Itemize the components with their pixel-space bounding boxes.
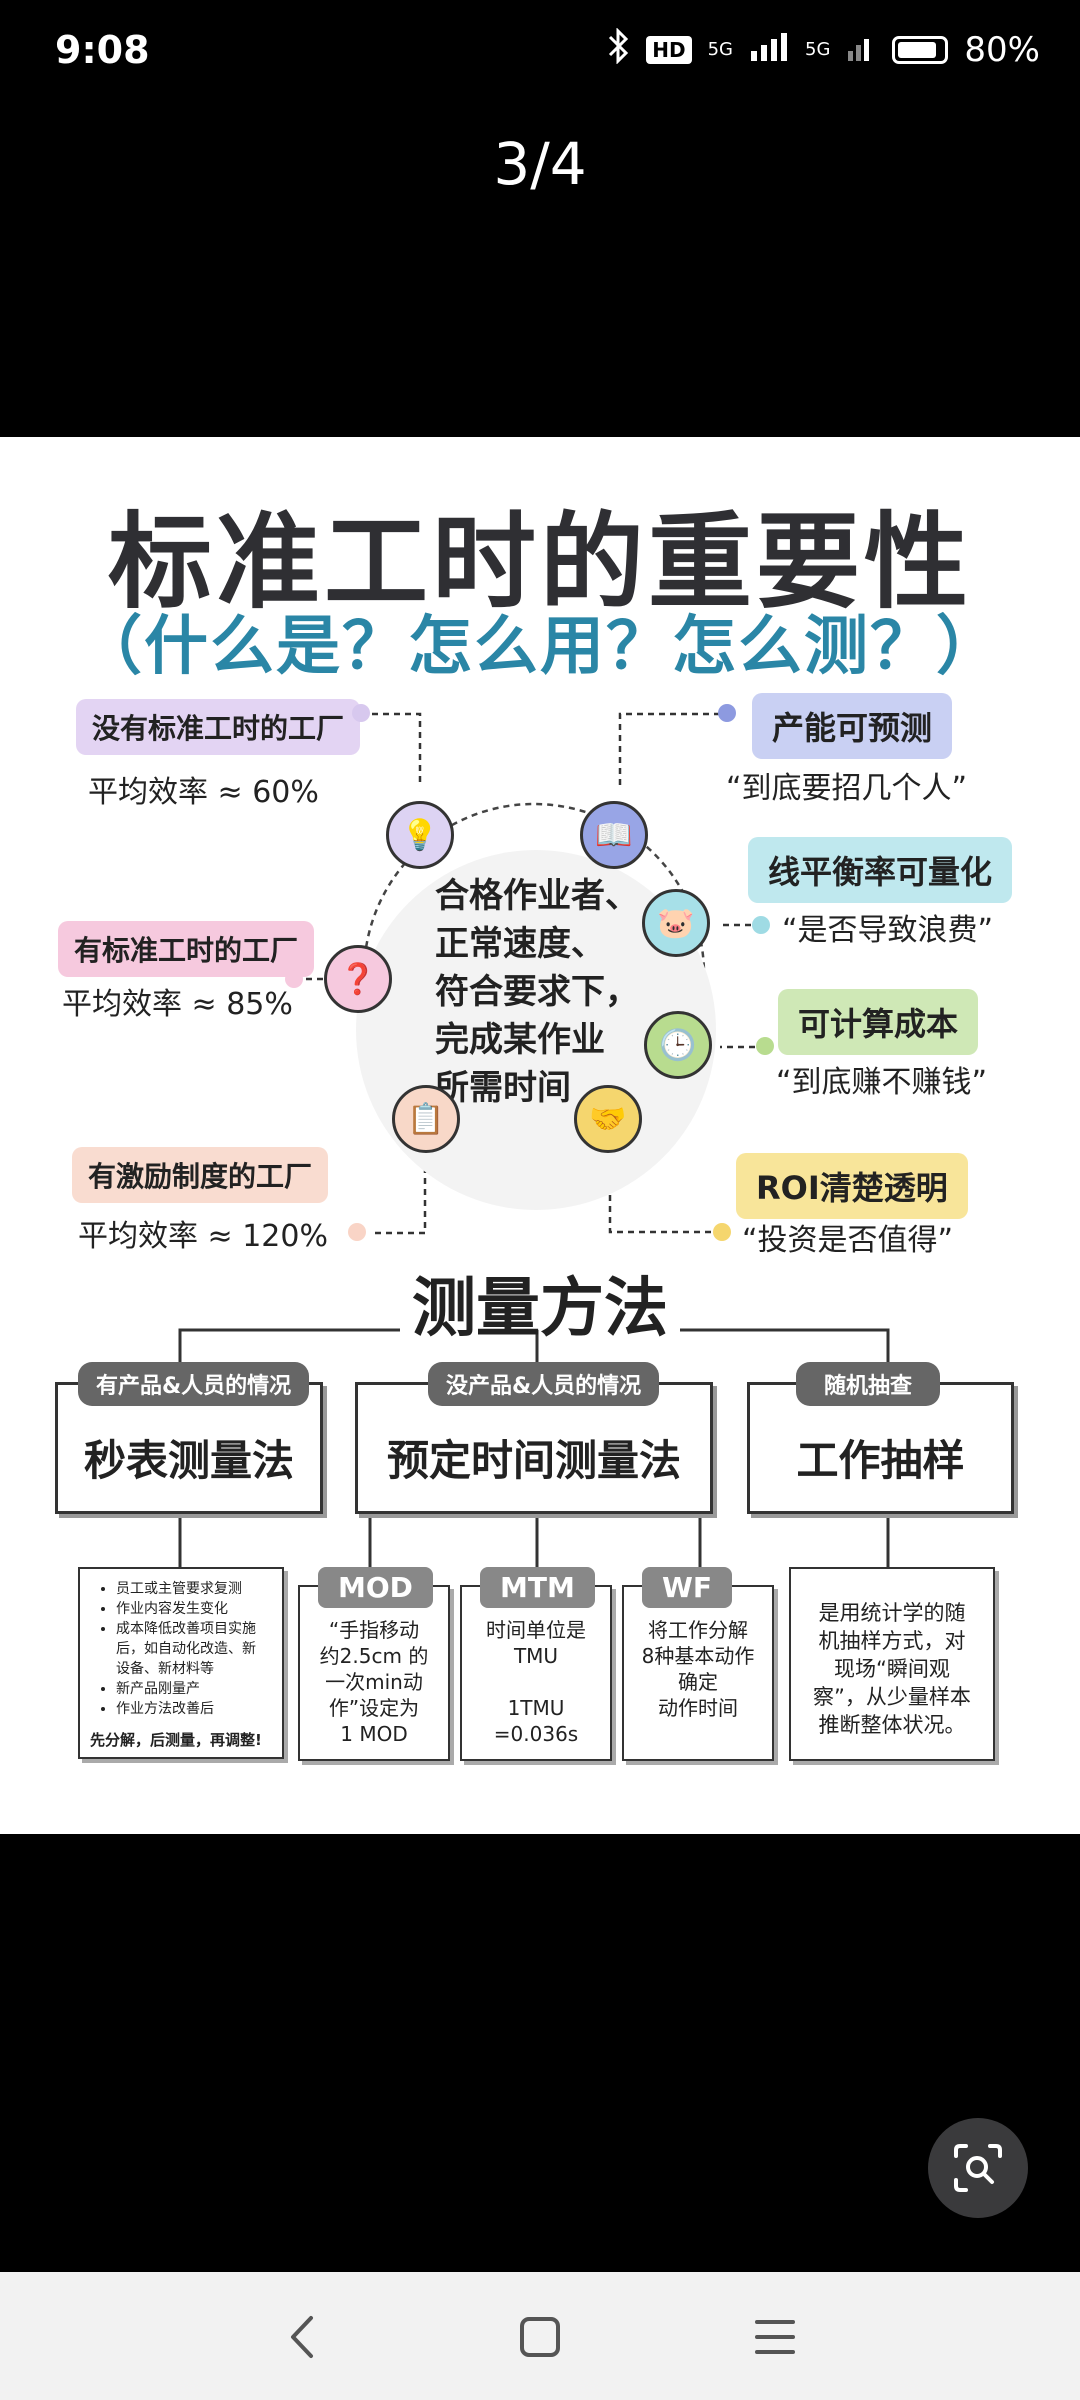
value-roi: “投资是否值得” [742, 1223, 954, 1258]
mod-text: “手指移动 约2.5cm 的 一次min动 作”设定为 1 MOD [319, 1618, 429, 1746]
status-time: 9:08 [55, 28, 150, 72]
dot-6 [756, 1037, 774, 1055]
stopwatch-case: 新产品刚量产 [116, 1679, 256, 1699]
navigation-bar [0, 2272, 1080, 2400]
lightbulb-icon: 💡 [386, 801, 454, 869]
stopwatch-cases-box: 员工或主管要求复测 作业内容发生变化 成本降低改善项目实施 后，如自动化改造、新… [78, 1567, 284, 1759]
stopwatch-case: 作业方法改善后 [116, 1699, 256, 1719]
center-definition: 合格作业者、 正常速度、 符合要求下， 完成某作业 所需时间 [435, 876, 639, 1108]
clock-icon: 🕒 [644, 1011, 712, 1079]
image-page-counter: 3/4 [493, 130, 587, 198]
home-button[interactable] [505, 2302, 575, 2372]
dot-5 [752, 916, 770, 934]
mtm-text: 时间单位是 TMU 1TMU =0.036s [486, 1618, 586, 1746]
dot-1 [352, 704, 370, 722]
status-icons: HD 5G 5G 80% [606, 26, 1040, 73]
menu-button[interactable] [740, 2302, 810, 2372]
battery-icon [892, 36, 949, 64]
wf-label: WF [642, 1567, 733, 1608]
book-icon: 📖 [580, 801, 648, 869]
menu-icon [755, 2320, 795, 2354]
tag-incentive: 有激励制度的工厂 [72, 1147, 329, 1203]
method-stopwatch-name: 秒表测量法 [83, 1436, 294, 1485]
tag-roi: ROI清楚透明 [736, 1153, 968, 1219]
method-predetermined-label: 没产品&人员的情况 [428, 1362, 660, 1406]
question-bubble-icon: ❓ [324, 945, 392, 1013]
dot-4 [718, 704, 736, 722]
handshake-icon: 🤝 [574, 1085, 642, 1153]
stopwatch-case: 成本降低改善项目实施 后，如自动化改造、新 设备、新材料等 [116, 1619, 256, 1679]
piggy-bank-icon: 🐷 [642, 889, 710, 957]
method-sampling: 工作抽样 [747, 1382, 1014, 1514]
tag-capacity: 产能可预测 [752, 693, 953, 759]
stopwatch-note: 先分解，后测量，再调整! [90, 1731, 262, 1749]
value-incentive: 平均效率 ≈ 120% [78, 1219, 328, 1254]
value-capacity: “到底要招几个人” [726, 771, 968, 806]
dot-7 [713, 1223, 731, 1241]
mtm-box: 时间单位是 TMU 1TMU =0.036s [460, 1585, 612, 1761]
back-button[interactable] [268, 2302, 338, 2372]
lens-search-icon [954, 2144, 1002, 2192]
method-stopwatch-label: 有产品&人员的情况 [78, 1362, 310, 1406]
status-bar: 9:08 HD 5G 5G 80% [0, 0, 1080, 100]
stopwatch-case: 员工或主管要求复测 [116, 1579, 256, 1599]
sampling-box: 是用统计学的随 机抽样方式，对 现场“瞬间观 察”，从少量样本 推断整体状况。 [789, 1567, 995, 1761]
value-with-standard: 平均效率 ≈ 85% [62, 987, 293, 1022]
method-sampling-name: 工作抽样 [796, 1436, 965, 1485]
infographic-title: 标准工时的重要性 [107, 501, 972, 623]
mtm-label: MTM [480, 1567, 595, 1608]
stopwatch-case: 作业内容发生变化 [116, 1599, 256, 1619]
value-cost: “到底赚不赚钱” [776, 1065, 988, 1100]
battery-level: 80% [964, 30, 1040, 70]
wf-text: 将工作分解 8种基本动作 确定 动作时间 [641, 1618, 755, 1720]
hd-voice-badge: HD [646, 36, 692, 64]
signal-icon-2 [846, 30, 876, 70]
wf-box: 将工作分解 8种基本动作 确定 动作时间 [622, 1585, 774, 1761]
mod-box: “手指移动 约2.5cm 的 一次min动 作”设定为 1 MOD [298, 1585, 450, 1761]
infographic-subtitle: （什么是？怎么用？怎么测？） [78, 610, 1002, 684]
network-5g-2: 5G [805, 39, 831, 60]
signal-icon [749, 30, 789, 70]
dot-3 [348, 1223, 366, 1241]
method-predetermined-name: 预定时间测量法 [386, 1436, 681, 1485]
sampling-text: 是用统计学的随 机抽样方式，对 现场“瞬间观 察”，从少量样本 推断整体状况。 [813, 1601, 971, 1737]
infographic-image[interactable]: 标准工时的重要性 （什么是？怎么用？怎么测？） 合格作业者、 正常速度、 符合要… [0, 437, 1080, 1834]
method-sampling-label: 随机抽查 [796, 1362, 941, 1406]
tag-with-standard: 有标准工时的工厂 [58, 921, 315, 977]
stopwatch-cases-list: 员工或主管要求复测 作业内容发生变化 成本降低改善项目实施 后，如自动化改造、新… [98, 1579, 256, 1719]
tag-cost: 可计算成本 [778, 989, 979, 1055]
back-icon [291, 2316, 313, 2358]
value-no-standard: 平均效率 ≈ 60% [88, 775, 319, 810]
home-icon [520, 2317, 560, 2357]
mod-label: MOD [318, 1567, 433, 1608]
tag-no-standard: 没有标准工时的工厂 [76, 699, 361, 755]
tag-line-balance: 线平衡率可量化 [748, 837, 1013, 903]
bluetooth-icon [606, 26, 630, 73]
lens-search-button[interactable] [928, 2118, 1028, 2218]
network-5g-1: 5G [707, 39, 734, 60]
value-line-balance: “是否导致浪费” [782, 913, 994, 948]
clipboard-icon: 📋 [392, 1085, 460, 1153]
methods-title: 测量方法 [412, 1272, 668, 1346]
dot-2 [285, 970, 303, 988]
